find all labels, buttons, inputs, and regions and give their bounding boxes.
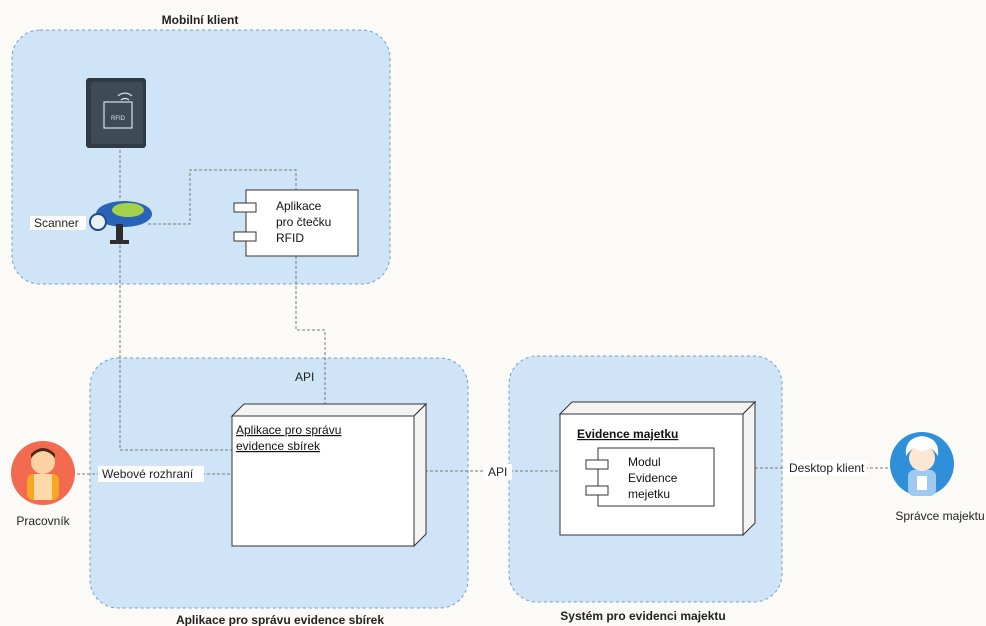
rfid-app-line-3: RFID <box>276 231 304 245</box>
asset-module-component: Modul Evidence mejetku <box>585 447 715 507</box>
region-asset-system-title: Systém pro evidenci majektu <box>560 609 725 623</box>
desktop-client-label: Desktop klient <box>789 461 865 475</box>
rfid-app-line-2: pro čtečku <box>276 215 331 229</box>
admin-icon <box>890 432 954 496</box>
web-interface-label: Webové rozhraní <box>102 467 194 481</box>
asset-system-node: Evidence majetku Modul Evidence mejetku <box>558 400 757 537</box>
api-mid-bg <box>484 464 512 480</box>
scanner-label: Scanner <box>34 216 79 230</box>
desktop-client-bg <box>785 460 867 476</box>
worker-label: Pracovník <box>16 514 70 528</box>
rfid-app-line-1: Aplikace <box>276 199 322 213</box>
rfid-tag-icon: RFID <box>86 78 146 148</box>
asset-module-line-3: mejetku <box>628 487 670 501</box>
collections-app-title-line-2: evidence sbírek <box>236 439 321 453</box>
link-scanner-rfid-app <box>148 169 297 225</box>
scanner-label-bg <box>30 216 86 230</box>
rfid-app-component: Aplikace pro čtečku RFID <box>233 189 359 257</box>
region-mobile-client-title: Mobilní klient <box>162 13 239 27</box>
scanner-icon <box>89 201 152 244</box>
api-mid-label: API <box>488 465 507 479</box>
admin-label: Správce majektu <box>895 509 984 523</box>
link-rfid-app-api <box>295 256 326 405</box>
web-interface-bg <box>98 466 204 482</box>
region-collections-app-title: Aplikace pro správu evidence sbírek <box>176 613 384 626</box>
collections-app-title-line-1: Aplikace pro správu <box>236 423 341 437</box>
link-scanner-web <box>119 240 232 451</box>
collections-app-node: Aplikace pro správu evidence sbírek <box>230 402 428 548</box>
worker-icon <box>11 441 75 505</box>
rfid-tag-label: RFID <box>111 116 126 122</box>
asset-module-line-2: Evidence <box>628 471 678 485</box>
api-top-label: API <box>295 370 314 384</box>
asset-module-line-1: Modul <box>628 455 661 469</box>
asset-system-title: Evidence majetku <box>577 427 678 441</box>
